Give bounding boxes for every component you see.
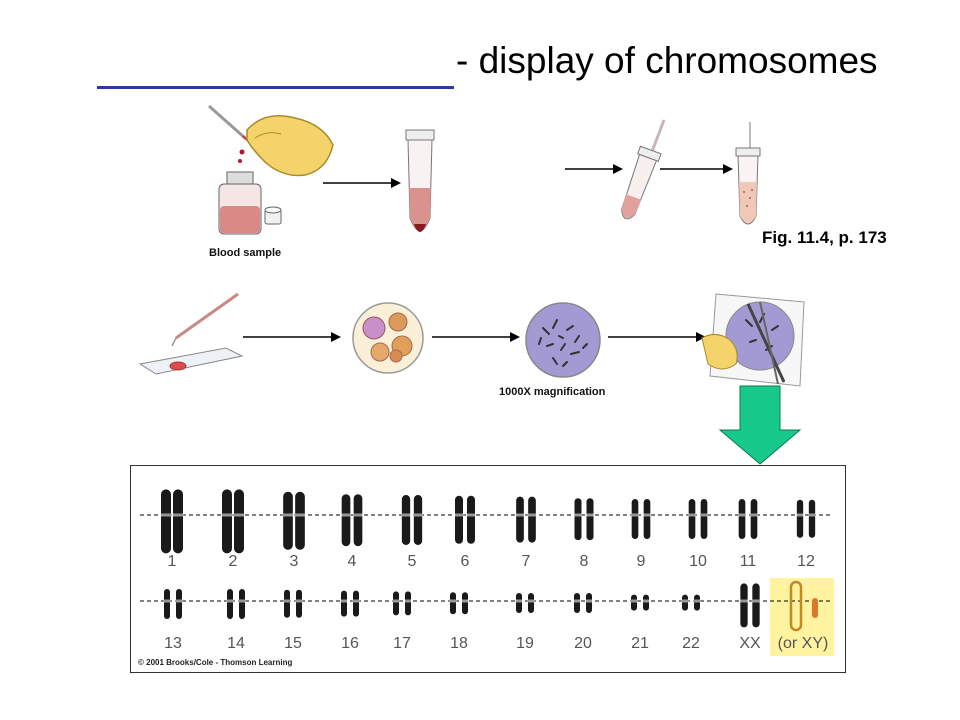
cells-view-icon xyxy=(352,302,424,374)
process-arrow-6 xyxy=(608,332,706,342)
process-arrow-3 xyxy=(660,164,733,174)
copyright-text: © 2001 Brooks/Cole - Thomson Learning xyxy=(138,658,293,667)
blood-sample-illustration xyxy=(208,104,334,235)
chromosome-pair-row1-6 xyxy=(515,496,537,543)
chromosome-label-row2-7: 20 xyxy=(574,635,592,652)
chromosome-label-row1-5: 6 xyxy=(460,553,470,570)
chromosome-label-row2-9: 22 xyxy=(682,635,700,652)
chromosome-label-row2-10: XX xyxy=(739,635,761,652)
chromosome-pair-row1-0 xyxy=(160,489,184,554)
chromosome-label-row1-2: 3 xyxy=(289,553,299,570)
karyotype-dashed-lines xyxy=(140,514,832,602)
sex-chromosomes-xy xyxy=(789,580,818,632)
pipette-tube-icon xyxy=(621,119,666,220)
chromosome-label-row1-8: 9 xyxy=(636,553,646,570)
photo-cutting-illustration xyxy=(701,293,805,387)
chromosome-label-row2-8: 21 xyxy=(631,635,649,652)
chromosome-pair-row1-1 xyxy=(221,489,245,554)
chromosome-label-row1-4: 5 xyxy=(407,553,417,570)
green-down-arrow xyxy=(718,385,802,465)
chromosome-label-row2-3: 16 xyxy=(341,635,359,652)
process-arrow-4 xyxy=(243,332,341,342)
chromosome-pair-row2-2 xyxy=(283,589,303,618)
figure-reference: Fig. 11.4, p. 173 xyxy=(762,228,887,247)
chromosome-pair-row2-8 xyxy=(630,594,650,611)
caption-magnification: 1000X magnification xyxy=(499,386,606,398)
chromosome-pair-row1-9 xyxy=(688,499,708,539)
process-arrow-1 xyxy=(323,178,401,188)
chromosome-label-row2-1: 14 xyxy=(227,635,245,652)
karyotype-panel xyxy=(130,465,846,673)
chromosome-label-row2-2: 15 xyxy=(284,635,302,652)
chromosome-pair-row2-3 xyxy=(340,590,360,617)
page-title: - display of chromosomes xyxy=(456,40,878,81)
chromosome-label-row1-7: 8 xyxy=(579,553,589,570)
process-arrow-5 xyxy=(432,332,520,342)
chromosome-label-row2-4: 17 xyxy=(393,635,411,652)
chromosome-pair-row1-4 xyxy=(401,495,423,545)
microscope-slide-illustration xyxy=(138,292,244,375)
chromosome-pair-row2-0 xyxy=(163,589,183,619)
chromosome-pair-row2-7 xyxy=(573,593,593,613)
chromosome-pair-row1-10 xyxy=(738,499,758,539)
chromosome-pair-row2-5 xyxy=(449,592,469,615)
chromosome-pair-row1-5 xyxy=(454,495,476,544)
chromosome-pair-row2-6 xyxy=(515,593,535,613)
chromosome-label-row2-6: 19 xyxy=(516,635,534,652)
chromosome-pair-row2-4 xyxy=(392,591,412,616)
chromosome-label-row1-1: 2 xyxy=(228,553,238,570)
chromosome-pair-row1-3 xyxy=(341,494,363,547)
chromosome-label-row1-11: 12 xyxy=(797,553,815,570)
chromosome-label-row2-0: 13 xyxy=(164,635,182,652)
chromosome-label-row1-0: 1 xyxy=(167,553,177,570)
chromosome-label-row1-10: 11 xyxy=(739,553,757,570)
magnified-chromosomes-icon xyxy=(525,302,601,378)
chromosome-pair-row1-2 xyxy=(282,491,306,550)
title-blank-line xyxy=(97,86,454,89)
chromosome-label-row2-11: (or XY) xyxy=(777,635,829,652)
chromosome-pair-row2-1 xyxy=(226,589,246,619)
chromosome-pair-row2-9 xyxy=(681,594,701,611)
test-tube-icon xyxy=(405,129,435,232)
chromosome-pair-row1-8 xyxy=(631,499,651,539)
sediment-tube-icon xyxy=(735,122,761,225)
chromosome-pair-row2-10 xyxy=(739,583,761,628)
process-arrow-2 xyxy=(565,164,623,174)
chromosome-pair-row1-11 xyxy=(796,499,816,538)
chromosome-label-row1-6: 7 xyxy=(521,553,531,570)
chromosome-label-row1-9: 10 xyxy=(689,553,707,570)
chromosome-label-row1-3: 4 xyxy=(347,553,357,570)
chromosome-pair-row1-7 xyxy=(574,498,594,541)
chromosome-label-row2-5: 18 xyxy=(450,635,468,652)
caption-blood-sample: Blood sample xyxy=(209,247,282,259)
